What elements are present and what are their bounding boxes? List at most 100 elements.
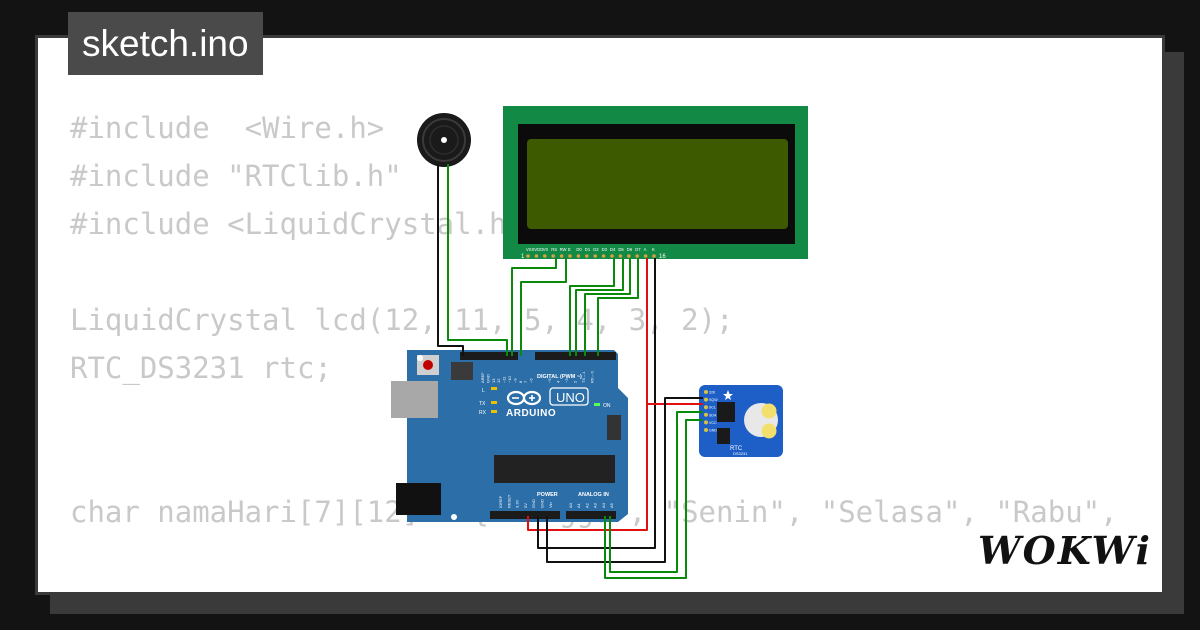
digital-pin-label: ~5 [547, 378, 552, 383]
power-pin-label: 5V [523, 503, 528, 508]
rtc-pin-label: SCL [709, 406, 716, 410]
analog-pin-label: A5 [609, 502, 614, 508]
led-on-label: ON [603, 403, 611, 409]
lcd-pin-label: RW [560, 247, 567, 252]
lcd-pin[interactable] [534, 254, 539, 258]
lcd-pin[interactable] [568, 254, 572, 258]
wire-buzzer-gnd [437, 164, 464, 356]
lcd-pin[interactable] [618, 254, 623, 258]
power-pin-label: GND [531, 499, 536, 508]
wire-buzzer-signal [447, 164, 508, 356]
buzzer[interactable] [417, 113, 471, 167]
arduino-model-text: UNO [556, 390, 585, 405]
lcd-pin[interactable] [610, 254, 614, 258]
lcd-pin-label: VSS [526, 247, 535, 252]
digital-pin-label: GND [485, 374, 490, 383]
adafruit-star-icon [723, 390, 733, 400]
lcd-pin[interactable] [585, 254, 589, 258]
digital-pin-label: ~9 [512, 378, 517, 383]
lcd-pin[interactable] [576, 254, 581, 258]
wire-lcd-d6 [584, 258, 631, 356]
lcd-pin[interactable] [643, 254, 648, 258]
lcd-pin-label: D1 [585, 247, 591, 252]
wires [437, 164, 703, 579]
rtc-pin[interactable] [704, 405, 708, 410]
power-pin-label: IOREF [498, 495, 503, 508]
lcd-pin-label: V0 [543, 247, 549, 252]
wire-lcd-e [520, 258, 567, 356]
digital-pin-label: TX→1 [581, 371, 586, 383]
digital-pin-label: 4 [556, 380, 561, 383]
lcd-pin-label: D6 [627, 247, 633, 252]
digital-pin-label: 7 [523, 380, 528, 383]
lcd-pin-label: D2 [593, 247, 599, 252]
rtc-pin[interactable] [704, 390, 708, 394]
arduino-logo-text: ARDUINO [506, 408, 556, 419]
lcd-pin-label: A [644, 247, 647, 252]
lcd-pin[interactable] [652, 254, 656, 258]
digital-pin-label: RX←0 [590, 370, 595, 383]
analog-pin-label: A3 [593, 502, 598, 508]
analog-pin-label: A1 [576, 502, 581, 508]
power-header-label: POWER [537, 492, 558, 498]
power-jack [396, 483, 441, 515]
wire-rtc-scl [604, 419, 703, 579]
wire-lcd-d7 [597, 258, 639, 356]
analog-pin-label: A4 [601, 502, 606, 508]
led-rx-label: RX [479, 410, 487, 416]
rtc-pin[interactable] [704, 397, 708, 402]
lcd-pin[interactable] [551, 254, 555, 258]
usb-connector [391, 381, 438, 418]
wire-lcd-d4 [569, 258, 615, 356]
code-line: #include "RTClib.h" [70, 159, 402, 193]
wire-lcd-d5 [575, 258, 624, 356]
digital-pin-label: ~3 [564, 378, 569, 383]
wire-rtc-gnd [546, 397, 703, 563]
analog-pin-label: A2 [584, 502, 589, 508]
rtc-chip-label: DS3231 [733, 451, 748, 456]
lcd-pin[interactable] [559, 254, 564, 258]
digital-pin-label: 2 [573, 380, 578, 383]
lcd-pin[interactable] [526, 254, 530, 258]
led-tx-label: TX [479, 401, 486, 407]
lcd-pin-label: D5 [618, 247, 624, 252]
digital-pin-label: ~11 [502, 376, 507, 383]
wire-lcd-rs [511, 258, 557, 356]
lcd-pin[interactable] [627, 254, 631, 258]
lcd-pin-label: D7 [635, 247, 641, 252]
rtc-label: RTC [730, 446, 743, 452]
rtc-pin[interactable] [704, 420, 708, 425]
lcd-pin-label: D3 [602, 247, 608, 252]
rtc-pin-label: SQW [709, 398, 718, 402]
rtc-pin-label: SDA [709, 413, 717, 417]
code-line: LiquidCrystal lcd(12, 11, 5, 4, 3, 2); [70, 303, 734, 337]
power-pin-label: Vin [548, 502, 553, 508]
lcd-pin[interactable] [635, 254, 639, 258]
reset-button[interactable] [423, 360, 433, 370]
power-pin-label: GND [540, 499, 545, 508]
led-l-label: L [482, 388, 485, 394]
lcd-pin-first: 1 [521, 254, 525, 260]
rtc-pin-label: VCC [709, 421, 717, 425]
lcd-pin[interactable] [543, 254, 547, 258]
power-pin-label: 3.3V [515, 499, 520, 508]
rtc-pin-label: 32K [709, 391, 716, 395]
wire-rtc-sda [609, 411, 703, 573]
digital-pin-label: ~10 [507, 375, 512, 383]
lcd-pin[interactable] [593, 254, 597, 258]
lcd-pin[interactable] [601, 254, 606, 258]
lcd-pin-last: 16 [659, 254, 666, 260]
atmega-chip [494, 455, 615, 483]
sketch-tab[interactable]: sketch.ino [68, 12, 263, 75]
code-line: RTC_DS3231 rtc; [70, 351, 332, 385]
code-line: void setup() { [70, 584, 1118, 592]
analog-header-label: ANALOG IN [578, 492, 609, 498]
digital-pin-label: AREF [480, 372, 485, 383]
rtc-pin[interactable] [704, 412, 708, 417]
rtc-pin[interactable] [704, 428, 708, 432]
